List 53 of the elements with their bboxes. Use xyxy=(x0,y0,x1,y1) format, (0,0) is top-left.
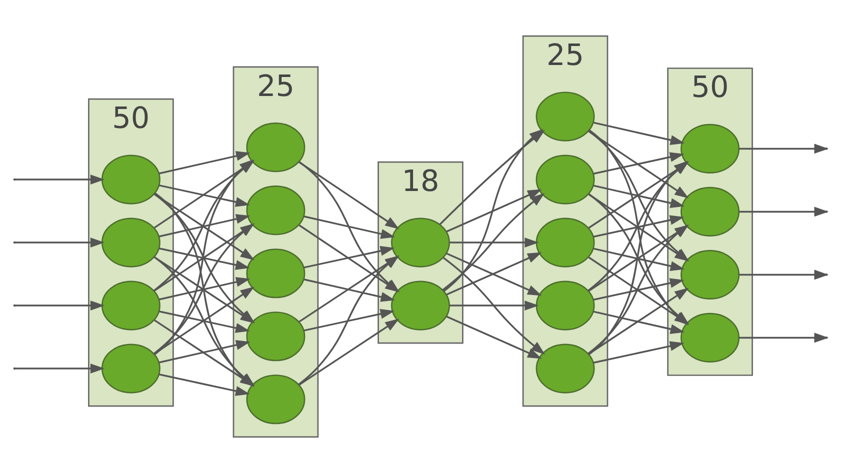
arrow xyxy=(450,300,539,310)
arrow xyxy=(593,152,684,174)
arrow xyxy=(446,188,542,232)
arrow xyxy=(15,174,105,184)
node-circle xyxy=(391,280,450,330)
arrow xyxy=(15,363,105,374)
node-circle xyxy=(101,217,160,267)
arrow xyxy=(593,184,685,208)
node-circle xyxy=(391,217,450,267)
arrow xyxy=(15,300,105,310)
node-circle xyxy=(536,343,595,393)
node-circle xyxy=(246,122,306,172)
arrow xyxy=(304,215,396,238)
arrow xyxy=(442,256,546,354)
node-circle xyxy=(246,185,306,235)
arrow xyxy=(158,373,250,396)
node-circle xyxy=(536,280,595,330)
arrow xyxy=(593,278,684,300)
node-circle xyxy=(536,217,595,267)
node-circle xyxy=(536,154,595,204)
arrow xyxy=(304,278,396,302)
arrow xyxy=(298,161,400,229)
node-circle xyxy=(680,249,740,299)
node-circle xyxy=(536,91,595,141)
arrow xyxy=(450,237,539,248)
arrow xyxy=(593,247,685,270)
arrow xyxy=(158,246,250,270)
arrow xyxy=(446,315,542,358)
arrow xyxy=(298,318,400,385)
node-circle xyxy=(246,248,306,298)
arrow xyxy=(593,121,685,144)
arrow xyxy=(15,237,105,248)
node-circle xyxy=(101,343,160,393)
arrow xyxy=(158,150,250,174)
arrow xyxy=(158,340,250,363)
arrow xyxy=(158,184,250,206)
arrow xyxy=(304,246,395,268)
cluster: 25 xyxy=(522,34,608,406)
arrow xyxy=(304,308,395,331)
node-circle xyxy=(101,154,160,204)
node-circle xyxy=(680,186,740,236)
arrow xyxy=(593,340,684,364)
arrow xyxy=(442,192,545,290)
arrow xyxy=(158,214,250,237)
arrow xyxy=(158,310,250,332)
arrow xyxy=(593,310,685,334)
arrow xyxy=(158,276,250,300)
node-circle xyxy=(680,312,740,362)
node-circle xyxy=(680,123,740,173)
node-circle xyxy=(246,311,306,361)
node-circle xyxy=(101,280,160,330)
node-circle xyxy=(246,374,306,424)
arrow xyxy=(593,214,684,238)
